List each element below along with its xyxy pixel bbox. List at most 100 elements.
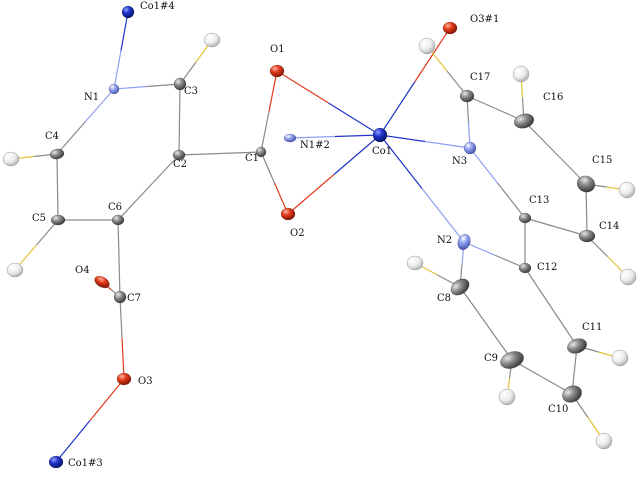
- bond-co1-n3-a: [379, 134, 426, 143]
- bond-c6-c2-b: [148, 154, 180, 188]
- atom-c9: [500, 351, 524, 369]
- atom-label-o3-1: O3#1: [470, 14, 499, 25]
- atom-label-c15: C15: [592, 155, 612, 166]
- atom-label-c13: C13: [529, 195, 549, 206]
- atom-h3: [203, 32, 221, 48]
- atom-h10: [595, 432, 613, 450]
- atom-label-n1-2: N1#2: [300, 140, 330, 151]
- bond-c13-n3-b: [469, 147, 498, 184]
- atom-label-c2: C2: [173, 159, 187, 170]
- bond-o3-co1-3-b: [55, 420, 91, 463]
- atom-layer: [2, 5, 637, 469]
- atom-h15: [618, 181, 636, 199]
- atom-h14: [619, 268, 637, 286]
- atom-label-c7: C7: [127, 293, 141, 304]
- bond-co1-o3-1-b: [414, 27, 451, 82]
- atom-label-c14: C14: [599, 221, 619, 232]
- bond-c6-c2-a: [117, 187, 149, 221]
- atom-h5: [6, 262, 24, 278]
- atom-o3-1: [442, 21, 458, 35]
- bond-o2-co1-b: [333, 134, 381, 175]
- atom-c17: [459, 89, 475, 103]
- atom-c6: [111, 214, 125, 226]
- atom-h16: [512, 65, 530, 83]
- atom-co1: [372, 127, 388, 143]
- bond-c7-o3-b: [121, 337, 125, 380]
- bond-c8-c9-a: [459, 286, 487, 324]
- bond-c1-o1-b: [268, 70, 278, 112]
- bond-co1-n3-b: [424, 140, 471, 149]
- atom-o3: [116, 372, 132, 386]
- bond-o1-co1-a: [276, 70, 329, 104]
- atom-n3: [463, 141, 477, 155]
- atom-h9: [498, 388, 516, 406]
- bond-c7-o3-a: [119, 296, 123, 339]
- atom-o2: [280, 207, 296, 221]
- atom-label-c12: C12: [537, 262, 557, 273]
- atom-c14: [578, 229, 596, 243]
- bond-c2-c1-a: [178, 152, 221, 156]
- bond-co1-o3-1-a: [379, 81, 416, 136]
- bond-c2-c1-b: [219, 151, 262, 155]
- atom-label-c9: C9: [484, 353, 498, 364]
- atom-c8: [450, 278, 470, 296]
- atom-label-c8: C8: [437, 293, 451, 304]
- bond-c11-c12-a: [550, 306, 578, 347]
- atom-c3: [173, 77, 187, 91]
- atom-label-c5: C5: [32, 213, 46, 224]
- atom-label-c4: C4: [45, 131, 59, 142]
- bond-o2-co1-a: [287, 174, 335, 215]
- atom-c7: [113, 290, 127, 304]
- atom-c4: [49, 148, 65, 160]
- atom-label-c1: C1: [245, 153, 259, 164]
- bond-c1-o1-a: [260, 111, 270, 153]
- atom-label-co1-3: Co1#3: [68, 458, 103, 469]
- atom-o1: [269, 64, 285, 78]
- bond-co1-n2-a: [379, 134, 423, 189]
- bond-n1-c4-b: [56, 121, 86, 155]
- atom-c2: [172, 149, 186, 161]
- bond-c6-c7-b: [118, 258, 121, 298]
- bond-c4-c5-b: [56, 186, 59, 221]
- atom-c11: [567, 338, 587, 354]
- atom-n1: [108, 83, 120, 95]
- atom-c12: [518, 262, 532, 274]
- atom-label-o2: O2: [290, 228, 305, 239]
- atom-c16: [513, 113, 535, 129]
- bond-co1-4-n1-b: [113, 50, 122, 90]
- bond-c3-c2-b: [178, 119, 181, 156]
- atom-label-n2: N2: [437, 235, 452, 246]
- atom-label-n1: N1: [84, 92, 99, 103]
- bond-n1-c3-a: [113, 85, 148, 90]
- bond-c11-c12-b: [524, 267, 552, 308]
- atom-c13: [518, 212, 532, 224]
- atom-h17: [418, 37, 436, 55]
- atom-label-o3: O3: [138, 376, 153, 387]
- atom-h8: [406, 255, 424, 271]
- bond-c1-o2-a: [260, 151, 276, 184]
- bond-co1-n2-b: [421, 188, 465, 243]
- atom-label-co1-4: Co1#4: [140, 1, 175, 12]
- atom-label-o4: O4: [75, 265, 90, 276]
- atom-h4: [2, 151, 20, 167]
- atom-label-o1: O1: [270, 44, 285, 55]
- bond-n1-c4-a: [85, 88, 115, 122]
- bond-co1-4-n1-a: [120, 11, 129, 51]
- atom-label-c16: C16: [543, 92, 563, 103]
- atom-label-c6: C6: [108, 202, 122, 213]
- atom-co1-3: [48, 455, 64, 469]
- bond-o1-co1-b: [328, 102, 381, 136]
- bond-o3-co1-3-a: [89, 378, 125, 421]
- atom-label-c10: C10: [548, 404, 568, 415]
- atom-co1-4: [121, 5, 135, 19]
- atom-n2: [457, 233, 471, 251]
- atom-o4: [94, 275, 110, 289]
- atom-label-c3: C3: [184, 86, 198, 97]
- bond-c13-n3-a: [497, 182, 526, 219]
- atom-c15: [576, 175, 596, 193]
- atom-label-co1: Co1: [372, 146, 392, 157]
- atom-c10: [562, 385, 582, 403]
- atom-label-c17: C17: [470, 72, 490, 83]
